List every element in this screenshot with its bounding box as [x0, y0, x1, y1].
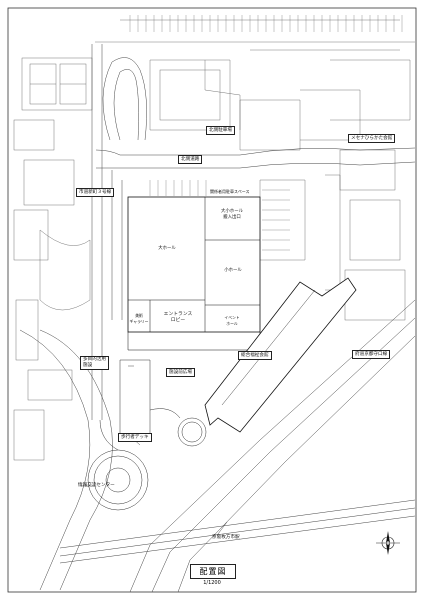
label-pedestrian-deck: 歩行者デッキ — [118, 433, 152, 442]
label-info-center: 情報交流センター — [78, 483, 115, 488]
label-north-parking: 北側駐車場 — [206, 126, 235, 135]
label-small-hall: 小ホール — [224, 268, 242, 273]
label-prefectural-road: 府道京都守口線 — [352, 350, 391, 359]
label-small-hall-entrance: 大小ホール 搬入出口 — [221, 209, 243, 220]
label-city-road: 市道新町３号線 — [76, 188, 115, 197]
sheet-title: 配置図 — [190, 564, 236, 579]
label-multipurpose-facility: 多目的活用 施設 — [80, 356, 109, 370]
label-north-road: 北側道路 — [178, 155, 203, 164]
label-station: 京阪枚方市駅 — [212, 535, 240, 540]
welfare-building — [204, 277, 357, 433]
label-large-hall: 大ホール — [158, 246, 176, 251]
label-facility-plaza: 施設前広場 — [166, 368, 195, 377]
parking-stripes-north — [129, 15, 403, 251]
plaza-circles — [87, 359, 207, 511]
label-related-parking: 関係者用駐車スペース — [210, 189, 250, 194]
label-gallery: 美術 ギャラリー — [129, 313, 149, 324]
main-building — [127, 196, 261, 351]
north-arrow-icon — [376, 531, 400, 555]
scale-label: 1/1200 — [203, 580, 221, 586]
label-event-hall: イベント ホール — [224, 315, 240, 326]
sheet-border — [7, 7, 417, 593]
label-menaza-hall: メセナひらかた会館 — [348, 134, 396, 143]
label-welfare-hall: 総合福祉会館 — [238, 351, 272, 360]
label-entrance-lobby: エントランス ロビー — [163, 312, 193, 323]
